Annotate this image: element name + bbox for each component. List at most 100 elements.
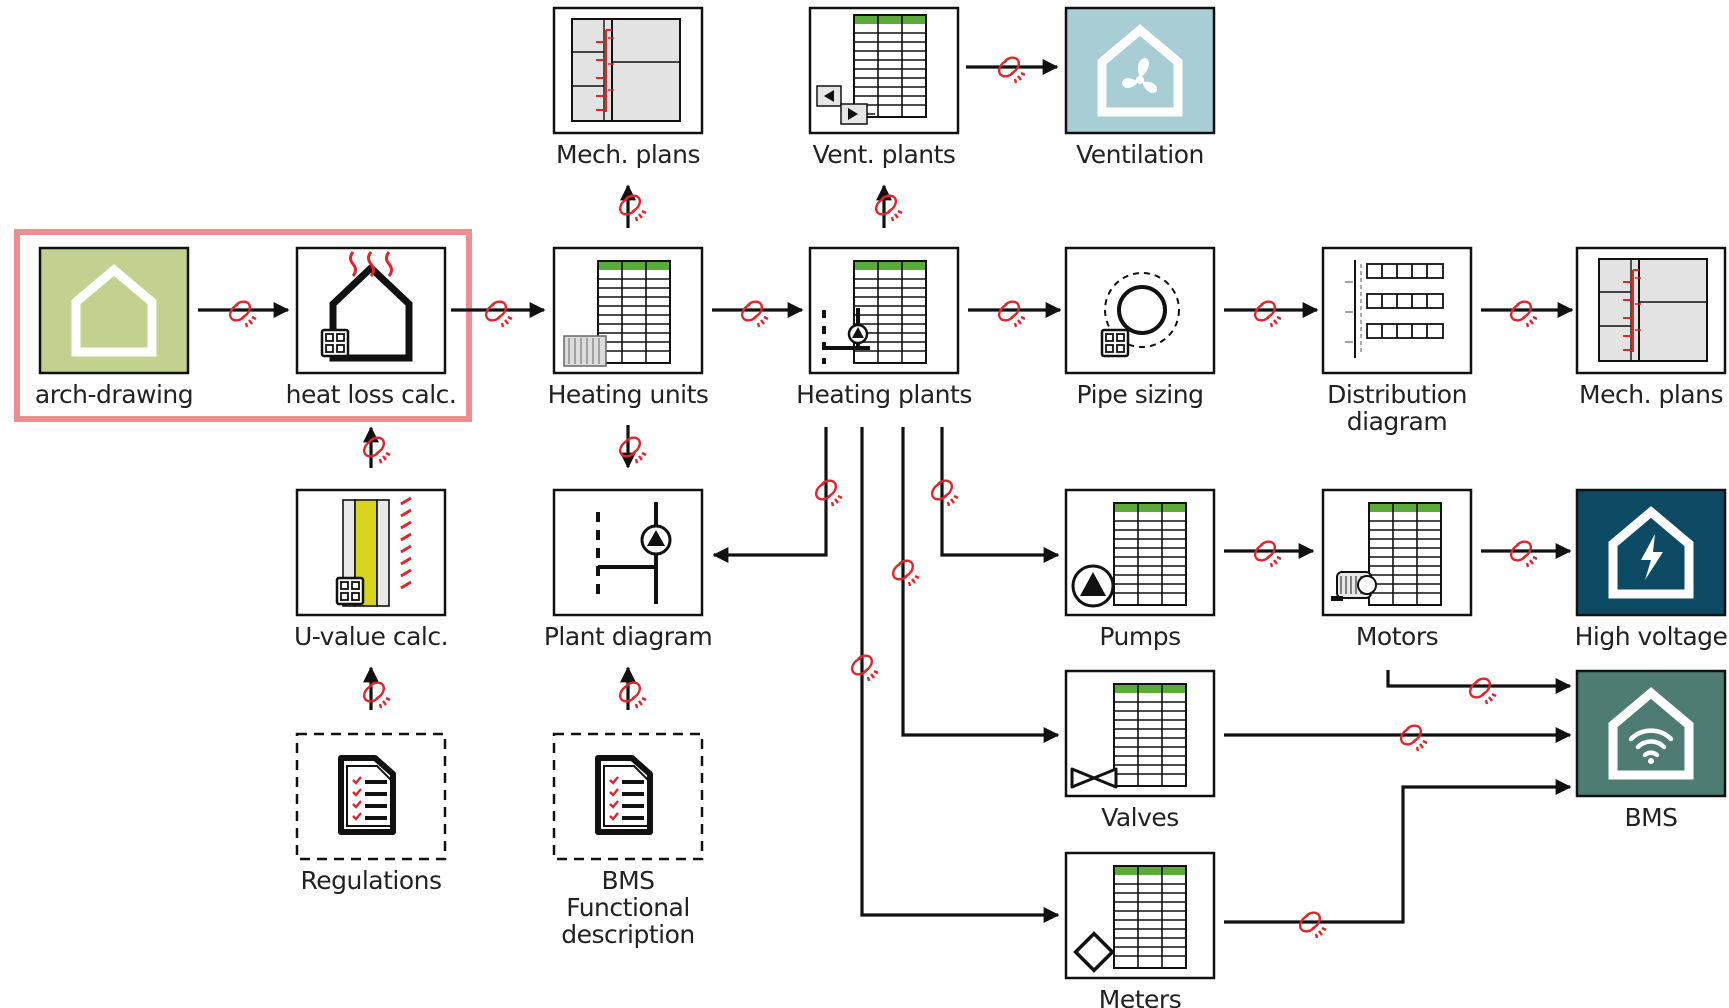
connectors <box>198 59 1574 924</box>
node-regulations[interactable]: Regulations <box>295 732 447 895</box>
node-label: Plant diagram <box>544 622 712 651</box>
node-mech-plans-top[interactable]: Mech. plans <box>552 6 704 169</box>
node-label-line: Pumps <box>1099 622 1180 651</box>
fan-house-icon <box>1097 24 1183 117</box>
link-icon <box>362 681 392 710</box>
node-pipe-sizing[interactable]: Pipe sizing <box>1064 246 1216 409</box>
node-plant-diagram[interactable]: Plant diagram <box>544 488 713 651</box>
node-label-line: diagram <box>1347 407 1447 436</box>
node-label: Vent. plants <box>813 140 956 169</box>
node-label: Valves <box>1101 803 1179 832</box>
node-bms[interactable]: BMS <box>1575 669 1727 832</box>
node-label-line: Heating units <box>548 380 709 409</box>
node-label-line: Motors <box>1356 622 1438 651</box>
node-label-line: Valves <box>1101 803 1179 832</box>
link-icon <box>1509 540 1539 569</box>
node-label-line: Ventilation <box>1076 140 1204 169</box>
node-ventilation[interactable]: Ventilation <box>1064 6 1216 169</box>
spreadsheet-radiator-icon <box>563 260 671 367</box>
node-pumps[interactable]: Pumps <box>1064 488 1216 651</box>
edge-heatingplants-to-pumps <box>940 427 1060 563</box>
node-label-line: BMS <box>1624 803 1677 832</box>
spreadsheet-meter-icon <box>1073 865 1187 973</box>
link-icon <box>740 300 770 329</box>
node-arch-drawing[interactable]: arch-drawing <box>35 246 194 409</box>
node-label-line: heat loss calc. <box>286 380 457 409</box>
node-label: Mech. plans <box>1579 380 1723 409</box>
link-icon <box>618 681 648 710</box>
checklist-document-icon <box>598 758 650 832</box>
link-icon <box>362 436 392 465</box>
edge-heatingplants-to-plantdiagram <box>712 427 828 563</box>
heated-house-icon <box>320 251 413 362</box>
edge-heatingplants-to-valves <box>901 427 1060 743</box>
node-label: Heating units <box>548 380 709 409</box>
link-icon <box>1509 300 1539 329</box>
link-icon <box>930 479 960 508</box>
node-label-line: Regulations <box>300 866 441 895</box>
node-label: Meters <box>1099 985 1181 1008</box>
edge-meters-to-bms <box>1224 779 1572 924</box>
wifi-house-icon <box>1608 687 1694 780</box>
node-label-line: Mech. plans <box>1579 380 1723 409</box>
link-icon <box>484 300 514 329</box>
node-label: Pipe sizing <box>1077 380 1204 409</box>
node-label: Regulations <box>300 866 441 895</box>
link-icon <box>814 479 844 508</box>
spreadsheet-pump-icon <box>1071 502 1187 608</box>
lightning-house-icon <box>1608 506 1694 599</box>
node-label: arch-drawing <box>35 380 193 409</box>
node-meters[interactable]: Meters <box>1064 851 1216 1008</box>
node-vent-plants[interactable]: Vent. plants <box>808 6 960 169</box>
distribution-diagram-icon <box>1345 260 1444 358</box>
node-high-voltage[interactable]: High voltage <box>1575 488 1728 651</box>
pump-schematic-icon <box>596 502 672 604</box>
spreadsheet-motor-icon <box>1331 502 1442 606</box>
node-label: heat loss calc. <box>286 380 457 409</box>
node-label-line: U-value calc. <box>294 622 448 651</box>
node-label: BMS <box>1624 803 1677 832</box>
node-label-line: High voltage <box>1575 622 1728 651</box>
link-icon <box>997 300 1027 329</box>
node-label-line: Pipe sizing <box>1077 380 1204 409</box>
node-motors[interactable]: Motors <box>1321 488 1473 651</box>
link-icon <box>1468 677 1498 706</box>
node-label-line: Functional <box>566 893 690 922</box>
edge-motors-to-bms <box>1386 670 1572 694</box>
node-label-line: Vent. plants <box>813 140 956 169</box>
node-label-line: arch-drawing <box>35 380 193 409</box>
node-label: Motors <box>1356 622 1438 651</box>
node-label: Heating plants <box>796 380 972 409</box>
node-valves[interactable]: Valves <box>1064 669 1216 832</box>
node-label-line: Mech. plans <box>556 140 700 169</box>
node-label: High voltage <box>1575 622 1728 651</box>
node-heating-units[interactable]: Heating units <box>548 246 709 409</box>
node-u-value-calc[interactable]: U-value calc. <box>294 488 449 651</box>
spreadsheet-pump-icon <box>822 260 927 364</box>
node-label-line: Plant diagram <box>544 622 712 651</box>
link-icon <box>1253 540 1283 569</box>
node-label-line: description <box>561 920 695 949</box>
node-heating-plants[interactable]: Heating plants <box>796 246 972 409</box>
highlight-group-frame <box>14 229 472 422</box>
edge-heatingplants-to-meters <box>860 427 1060 923</box>
link-icon <box>618 436 648 465</box>
node-label: Mech. plans <box>556 140 700 169</box>
node-label-line: BMS <box>601 866 654 895</box>
node-heat-loss-calc[interactable]: heat loss calc. <box>286 246 457 409</box>
house-outline-icon <box>71 264 157 357</box>
spreadsheet-valve-icon <box>1070 683 1187 789</box>
node-label: Pumps <box>1099 622 1180 651</box>
link-icon <box>850 654 880 683</box>
link-icon <box>891 559 921 588</box>
link-icon <box>997 56 1027 85</box>
link-icon <box>228 300 258 329</box>
pipe-circle-icon <box>1100 272 1180 358</box>
floor-plan-icon <box>571 18 681 122</box>
node-mech-plans-right[interactable]: Mech. plans <box>1575 246 1727 409</box>
